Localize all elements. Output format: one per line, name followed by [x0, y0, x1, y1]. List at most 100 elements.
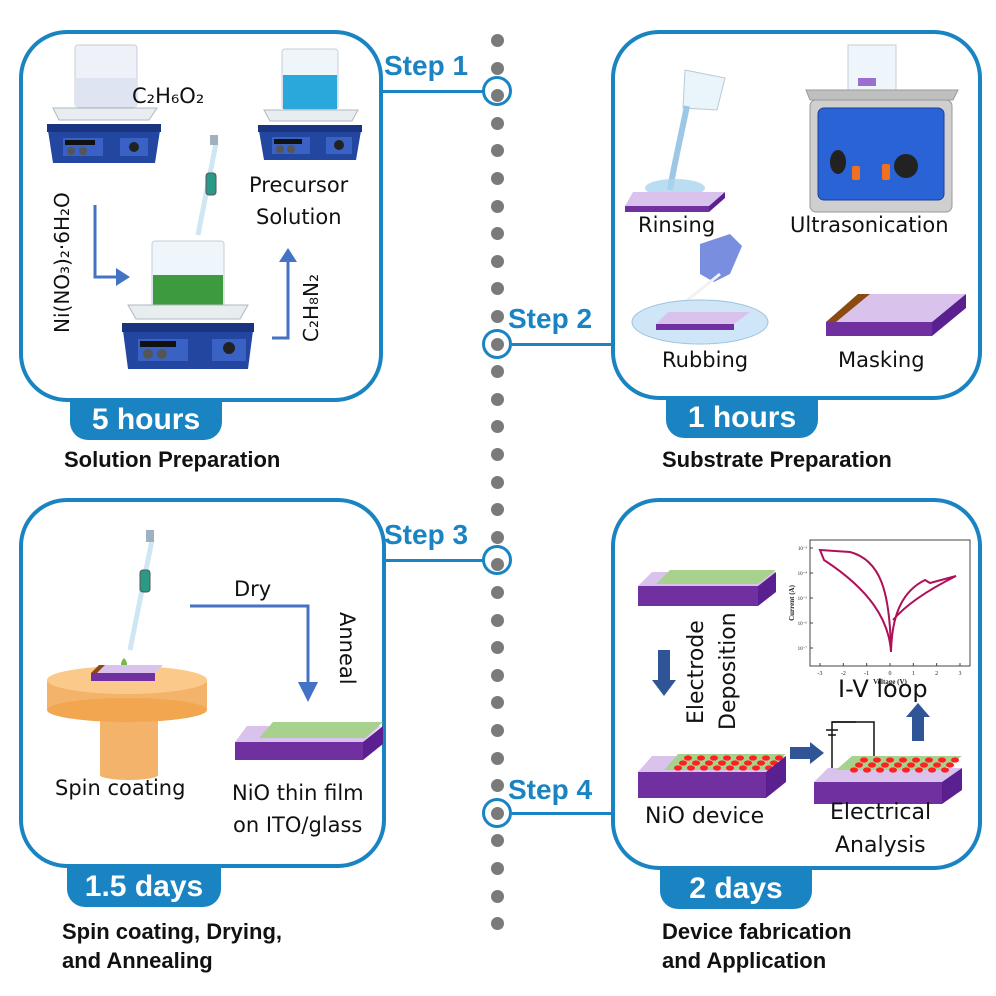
precursor-label-line2: Solution: [256, 205, 342, 229]
electrode-dot: [907, 762, 915, 768]
electrode-dot: [723, 755, 731, 761]
electrode-dot: [928, 767, 936, 773]
timeline-dot: [491, 420, 504, 433]
electrode-dot: [920, 762, 928, 768]
electrode-dot: [705, 760, 713, 766]
timeline-dot: [491, 62, 504, 75]
ultrasonication-label: Ultrasonication: [790, 213, 949, 237]
timeline-dot: [491, 614, 504, 627]
step-3-connector: [376, 559, 484, 562]
nickel-nitrate-label: Ni(NO₃)₂·6H₂O: [50, 192, 74, 333]
electrode-dot: [889, 767, 897, 773]
step-4-marker: [482, 798, 512, 828]
electrode-dot: [674, 765, 682, 771]
film-label-line1: NiO thin film: [232, 781, 364, 805]
nio-device-label: NiO device: [645, 804, 765, 829]
masking-icon: [826, 294, 966, 336]
up-arrow-icon: [272, 248, 297, 340]
step-2-label: Step 2: [508, 303, 593, 334]
electrode-dot: [868, 762, 876, 768]
dry-anneal-arrow-icon: [190, 604, 318, 702]
ethylenediamine-label: C₂H₈N₂: [299, 273, 323, 342]
film-substrate-icon: [638, 570, 776, 606]
timeline-dot: [491, 834, 504, 847]
electrode-dot: [718, 760, 726, 766]
timeline-dot: [491, 890, 504, 903]
timeline-dot: [491, 476, 504, 489]
x-tick-label: -3: [818, 671, 823, 677]
x-axis-label: Voltage (V): [873, 678, 907, 686]
down-arrow-icon: [652, 650, 676, 696]
x-tick-label: 3: [959, 671, 962, 677]
duration-badge-step3: 1.5 days: [67, 867, 221, 907]
timeline-dot: [491, 641, 504, 654]
timeline-dot: [491, 696, 504, 709]
device-fabrication-title-line2: and Application: [662, 948, 827, 973]
step-3-marker: [482, 545, 512, 575]
rinsing-label: Rinsing: [638, 213, 716, 237]
electrode-dot: [925, 757, 933, 763]
electrode-dot: [860, 757, 868, 763]
electrical-analysis-icon: [814, 721, 962, 804]
electrode-dot: [697, 755, 705, 761]
y-tick-label: 10⁻⁷: [798, 646, 808, 652]
nio-device-icon: [638, 754, 786, 798]
electrode-dot: [710, 755, 718, 761]
timeline-dot: [491, 310, 504, 323]
timeline-dot: [491, 365, 504, 378]
up-arrow-icon: [906, 703, 930, 741]
electrode-dot: [876, 767, 884, 773]
electrode-dot: [951, 757, 959, 763]
spin-coating-label: Spin coating: [55, 776, 186, 800]
iv-curve-positive: [890, 575, 957, 653]
timeline-dot: [491, 724, 504, 737]
electrode-dot: [687, 765, 695, 771]
timeline-dot: [491, 117, 504, 130]
rubbing-label: Rubbing: [662, 348, 749, 372]
precursor-hotplate-icon: [258, 48, 362, 160]
electrode-dot: [692, 760, 700, 766]
step-2-connector: [512, 343, 616, 346]
step-4-connector: [512, 812, 616, 815]
pipette-icon: [121, 530, 155, 672]
electrode-dots: [674, 755, 783, 771]
duration-badge-step1: 5 hours: [70, 400, 222, 440]
step-1-connector: [376, 90, 484, 93]
timeline-dot: [491, 752, 504, 765]
step-3-label: Step 3: [384, 519, 469, 550]
electrode-dot: [684, 755, 692, 761]
electrode-dot: [899, 757, 907, 763]
electrode-dot: [736, 755, 744, 761]
rubbing-icon: [631, 234, 769, 345]
masking-label: Masking: [838, 348, 925, 372]
right-arrow-icon: [790, 742, 824, 764]
electrode-dot: [938, 757, 946, 763]
y-tick-label: 10⁻⁴: [798, 571, 808, 577]
electrode-dot: [749, 755, 757, 761]
timeline-dot: [491, 172, 504, 185]
electrode-dot: [933, 762, 941, 768]
timeline-dot: [491, 200, 504, 213]
timeline-dot: [491, 779, 504, 792]
electrode-dots: [850, 757, 959, 773]
ethylene-glycol-label: C₂H₆O₂: [132, 84, 205, 108]
timeline-dot: [491, 586, 504, 599]
device-fabrication-title-line1: Device fabrication: [662, 919, 852, 944]
electrode-dot: [881, 762, 889, 768]
x-tick-label: -2: [841, 671, 846, 677]
electrode-label-line2: Deposition: [716, 612, 741, 730]
y-tick-label: 10⁻³: [798, 546, 808, 552]
x-tick-label: 0: [889, 671, 892, 677]
precursor-label-line1: Precursor: [249, 173, 349, 197]
timeline-dot: [491, 34, 504, 47]
electrical-label-line2: Analysis: [835, 833, 926, 858]
step-1-marker: [482, 76, 512, 106]
film-label-line2: on ITO/glass: [233, 813, 363, 837]
timeline-dot: [491, 669, 504, 682]
electrode-dot: [850, 767, 858, 773]
electrode-dot: [726, 765, 734, 771]
electrode-dot: [915, 767, 923, 773]
electrode-dot: [731, 760, 739, 766]
electrode-dot: [946, 762, 954, 768]
